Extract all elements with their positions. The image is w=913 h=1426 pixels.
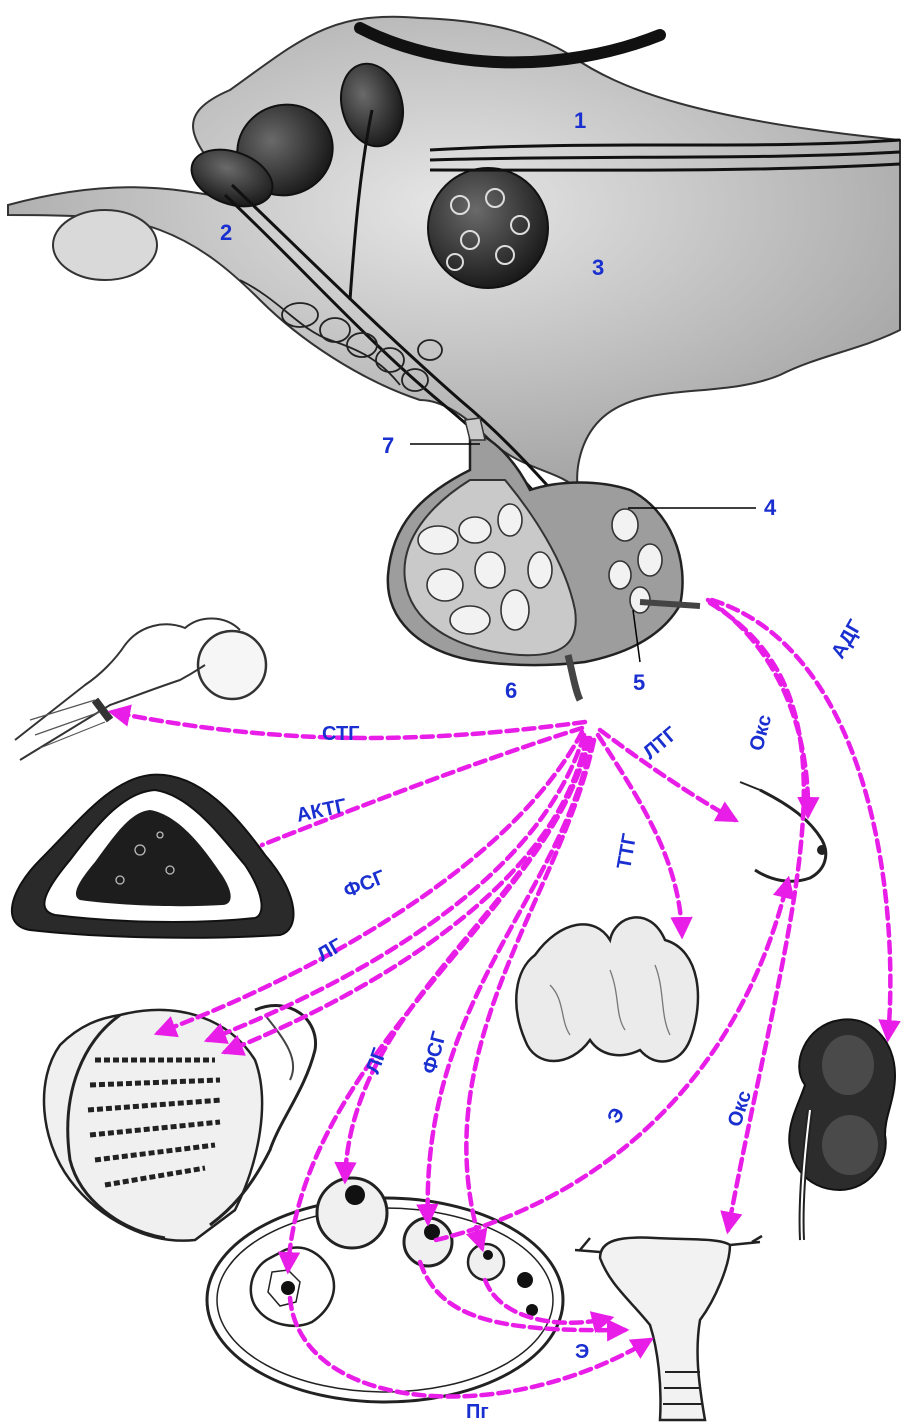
- hormone-label-ltg: ЛТГ: [639, 723, 682, 764]
- arrow-ttg: [598, 735, 682, 935]
- kidney-icon: [789, 1019, 895, 1240]
- label-2: 2: [220, 220, 232, 245]
- ovary-icon: [207, 1178, 563, 1402]
- hormone-label-adg: АДГ: [827, 616, 866, 662]
- label-6: 6: [505, 678, 517, 703]
- label-3: 3: [592, 255, 604, 280]
- label-5: 5: [633, 670, 645, 695]
- hormone-label-oks-1: Окс: [746, 712, 777, 753]
- hormone-label-ttg: ТТГ: [613, 832, 641, 871]
- testis-icon: [44, 1006, 316, 1241]
- hormone-label-stg: СТГ: [322, 723, 360, 745]
- hormone-label-fsg-1: ФСГ: [341, 866, 389, 902]
- hormone-label-lg-2: ЛГ: [362, 1045, 391, 1076]
- hormone-label-aktg: АКТГ: [294, 795, 348, 827]
- bone-icon: [15, 618, 266, 760]
- hormone-label-e-2: Э: [575, 1341, 589, 1363]
- label-4: 4: [764, 495, 777, 520]
- label-7: 7: [382, 433, 394, 458]
- hormone-label-oks-2: Окс: [724, 1088, 756, 1129]
- hormone-label-lg-1: ЛГ: [314, 935, 347, 967]
- hormone-label-e-1: Э: [603, 1104, 629, 1127]
- adrenal-icon: [12, 775, 294, 938]
- thyroid-icon: [516, 917, 698, 1061]
- breast-icon: [740, 782, 827, 881]
- hormone-label-pg: Пг: [466, 1401, 489, 1423]
- label-1: 1: [574, 108, 586, 133]
